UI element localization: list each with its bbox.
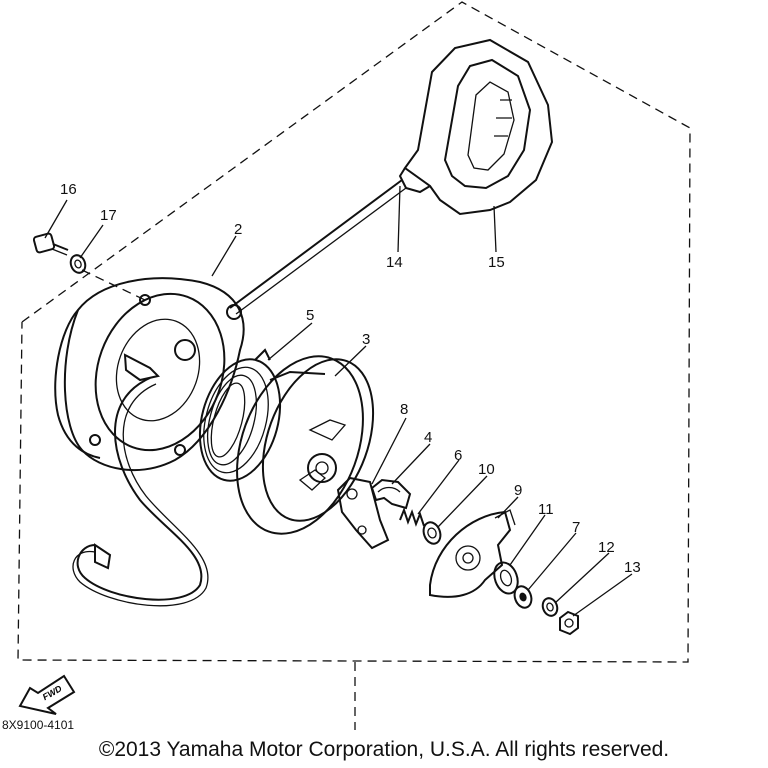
washer-7 [513, 585, 533, 609]
pawl-spring [370, 478, 412, 510]
lock-washer [541, 597, 559, 617]
assembly-boundary [17, 1, 691, 663]
callout-15: 15 [488, 254, 505, 271]
friction-plate [429, 509, 516, 598]
callout-3: 3 [362, 331, 370, 348]
callout-4: 4 [424, 429, 432, 446]
diagram-code: 8X9100-4101 [2, 718, 75, 732]
callout-17: 17 [100, 207, 117, 224]
sheave-drum [236, 355, 375, 535]
callout-10: 10 [478, 461, 495, 478]
callout-11: 11 [538, 501, 554, 518]
return-spring [399, 507, 425, 527]
starter-handle [398, 38, 554, 216]
ratchet-pawl [336, 476, 390, 550]
callout-9: 9 [514, 482, 522, 499]
callout-16: 16 [60, 181, 77, 198]
starter-rope [229, 179, 407, 315]
washer-11 [493, 561, 519, 595]
fwd-arrow-icon: FWD [18, 674, 76, 715]
bolt [32, 232, 69, 256]
leader-lines [44, 185, 633, 617]
callout-13: 13 [624, 559, 641, 576]
recoil-spring [198, 348, 282, 482]
callout-12: 12 [598, 539, 615, 556]
callout-2: 2 [234, 221, 242, 238]
callout-14: 14 [386, 254, 403, 271]
callout-7: 7 [572, 519, 580, 536]
bolt-axis [81, 269, 146, 301]
washer-10 [422, 521, 442, 545]
callout-5: 5 [306, 307, 314, 324]
starter-case [54, 277, 245, 607]
washer-17 [69, 254, 87, 274]
callout-6: 6 [454, 447, 462, 464]
nut [559, 610, 579, 636]
copyright-notice: ©2013 Yamaha Motor Corporation, U.S.A. A… [98, 738, 670, 761]
callout-8: 8 [400, 401, 408, 418]
